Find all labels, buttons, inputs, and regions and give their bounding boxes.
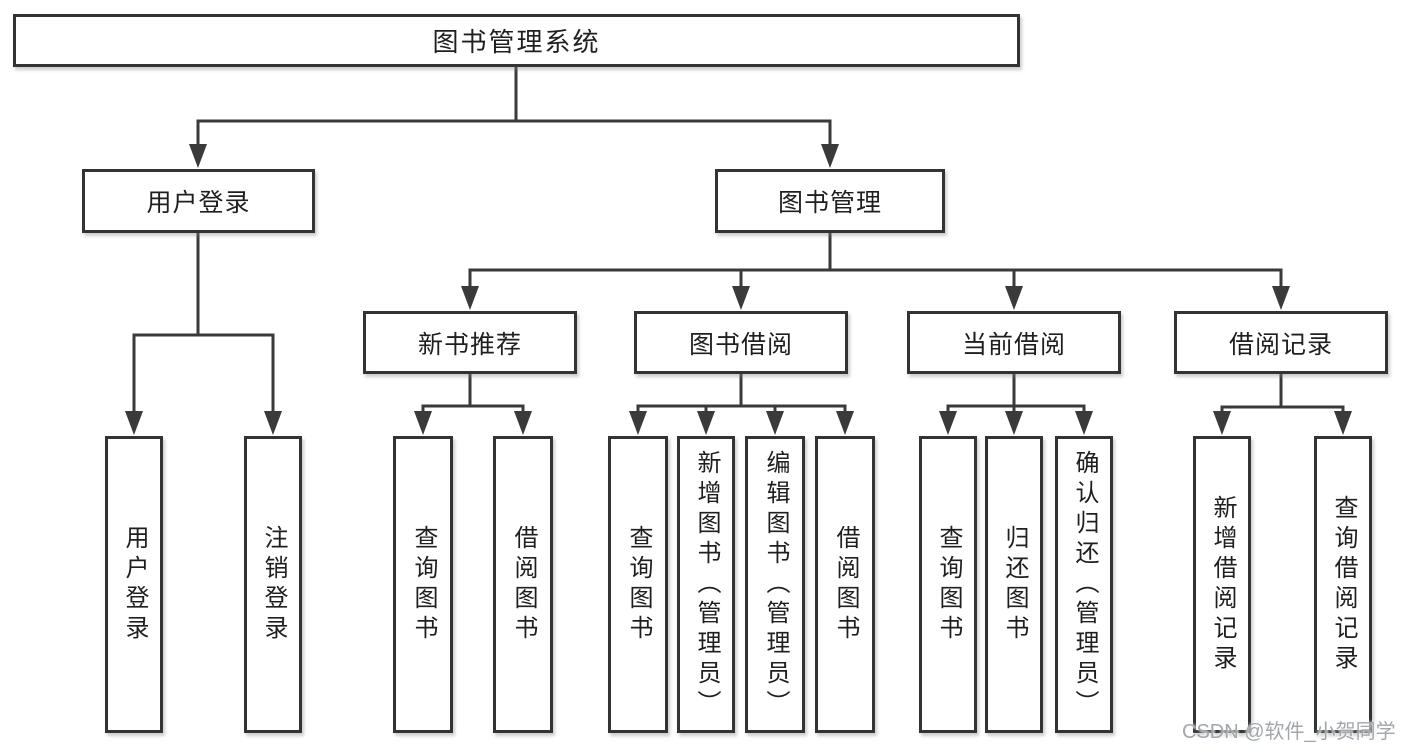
arrowhead	[697, 411, 715, 435]
node-borrowing-records: 借阅记录	[1174, 311, 1388, 374]
node-label: 注销登录	[260, 524, 287, 645]
arrowhead	[1075, 411, 1093, 435]
node-label: 新增借阅记录	[1209, 494, 1236, 675]
connector-book-borrowing-children	[629, 374, 854, 435]
arrowhead	[1005, 411, 1023, 435]
node-label: 归还图书	[1001, 524, 1028, 645]
leaf-logout: 注销登录	[244, 436, 302, 733]
arrowhead	[629, 411, 647, 435]
node-user-login: 用户登录	[82, 169, 315, 233]
node-book-management: 图书管理	[715, 169, 945, 233]
connector-root-to-level2	[189, 67, 839, 168]
leaf-user-login: 用户登录	[105, 436, 163, 733]
connector-current-borrowing-children	[939, 374, 1093, 435]
node-new-book-recommendation: 新书推荐	[363, 311, 577, 374]
leaf-query-borrow-record: 查询借阅记录	[1314, 436, 1372, 733]
arrowhead	[461, 286, 479, 310]
arrowhead	[125, 411, 143, 435]
arrowhead	[821, 144, 839, 168]
arrowhead	[414, 411, 432, 435]
leaf-confirm-return-admin: 确认归还（管理员）	[1055, 436, 1113, 733]
arrowhead	[514, 411, 532, 435]
csdn-watermark: CSDN @软件_小贺同学	[1182, 721, 1396, 743]
node-label: 查询借阅记录	[1330, 494, 1357, 675]
node-label: 图书管理	[777, 189, 882, 217]
arrowhead	[836, 411, 854, 435]
leaf-query-books-1: 查询图书	[393, 436, 453, 733]
arrowhead	[766, 411, 784, 435]
connector-book-management-children	[461, 233, 1290, 310]
arrowhead	[189, 144, 207, 168]
arrowhead	[1272, 286, 1290, 310]
node-book-borrowing: 图书借阅	[634, 311, 848, 374]
arrowhead	[939, 411, 957, 435]
arrowhead	[1334, 411, 1352, 435]
connector-borrow-records-children	[1213, 374, 1352, 435]
node-current-borrowing: 当前借阅	[907, 311, 1121, 374]
leaf-query-books-2: 查询图书	[608, 436, 668, 733]
connector-new-book-children	[414, 374, 532, 435]
node-label: 当前借阅	[961, 330, 1066, 359]
node-label: 查询图书	[410, 524, 437, 645]
node-label: 图书管理系统	[432, 27, 601, 57]
node-label: 图书借阅	[688, 330, 793, 359]
connector-user-login-children	[125, 233, 282, 435]
node-label: 借阅图书	[832, 524, 859, 645]
node-label: 新书推荐	[417, 330, 522, 359]
arrowhead	[264, 411, 282, 435]
leaf-borrow-books-2: 借阅图书	[815, 436, 875, 733]
leaf-borrow-books-1: 借阅图书	[493, 436, 553, 733]
node-label: 查询图书	[625, 524, 652, 645]
arrowhead	[732, 286, 750, 310]
arrowhead	[1005, 286, 1023, 310]
node-label: 查询图书	[935, 524, 962, 645]
node-label: 借阅记录	[1228, 330, 1333, 359]
node-label: 新增图书（管理员）	[693, 449, 720, 720]
node-label: 用户登录	[121, 524, 148, 645]
node-label: 编辑图书（管理员）	[762, 449, 789, 720]
leaf-query-books-3: 查询图书	[919, 436, 977, 733]
node-label: 借阅图书	[510, 524, 537, 645]
node-library-management-system: 图书管理系统	[13, 14, 1020, 67]
arrowhead	[1213, 411, 1231, 435]
leaf-edit-books-admin: 编辑图书（管理员）	[745, 436, 805, 733]
leaf-add-borrow-record: 新增借阅记录	[1193, 436, 1251, 733]
leaf-return-books: 归还图书	[985, 436, 1043, 733]
leaf-add-books-admin: 新增图书（管理员）	[677, 436, 735, 733]
node-label: 确认归还（管理员）	[1071, 449, 1098, 720]
node-label: 用户登录	[146, 189, 251, 217]
